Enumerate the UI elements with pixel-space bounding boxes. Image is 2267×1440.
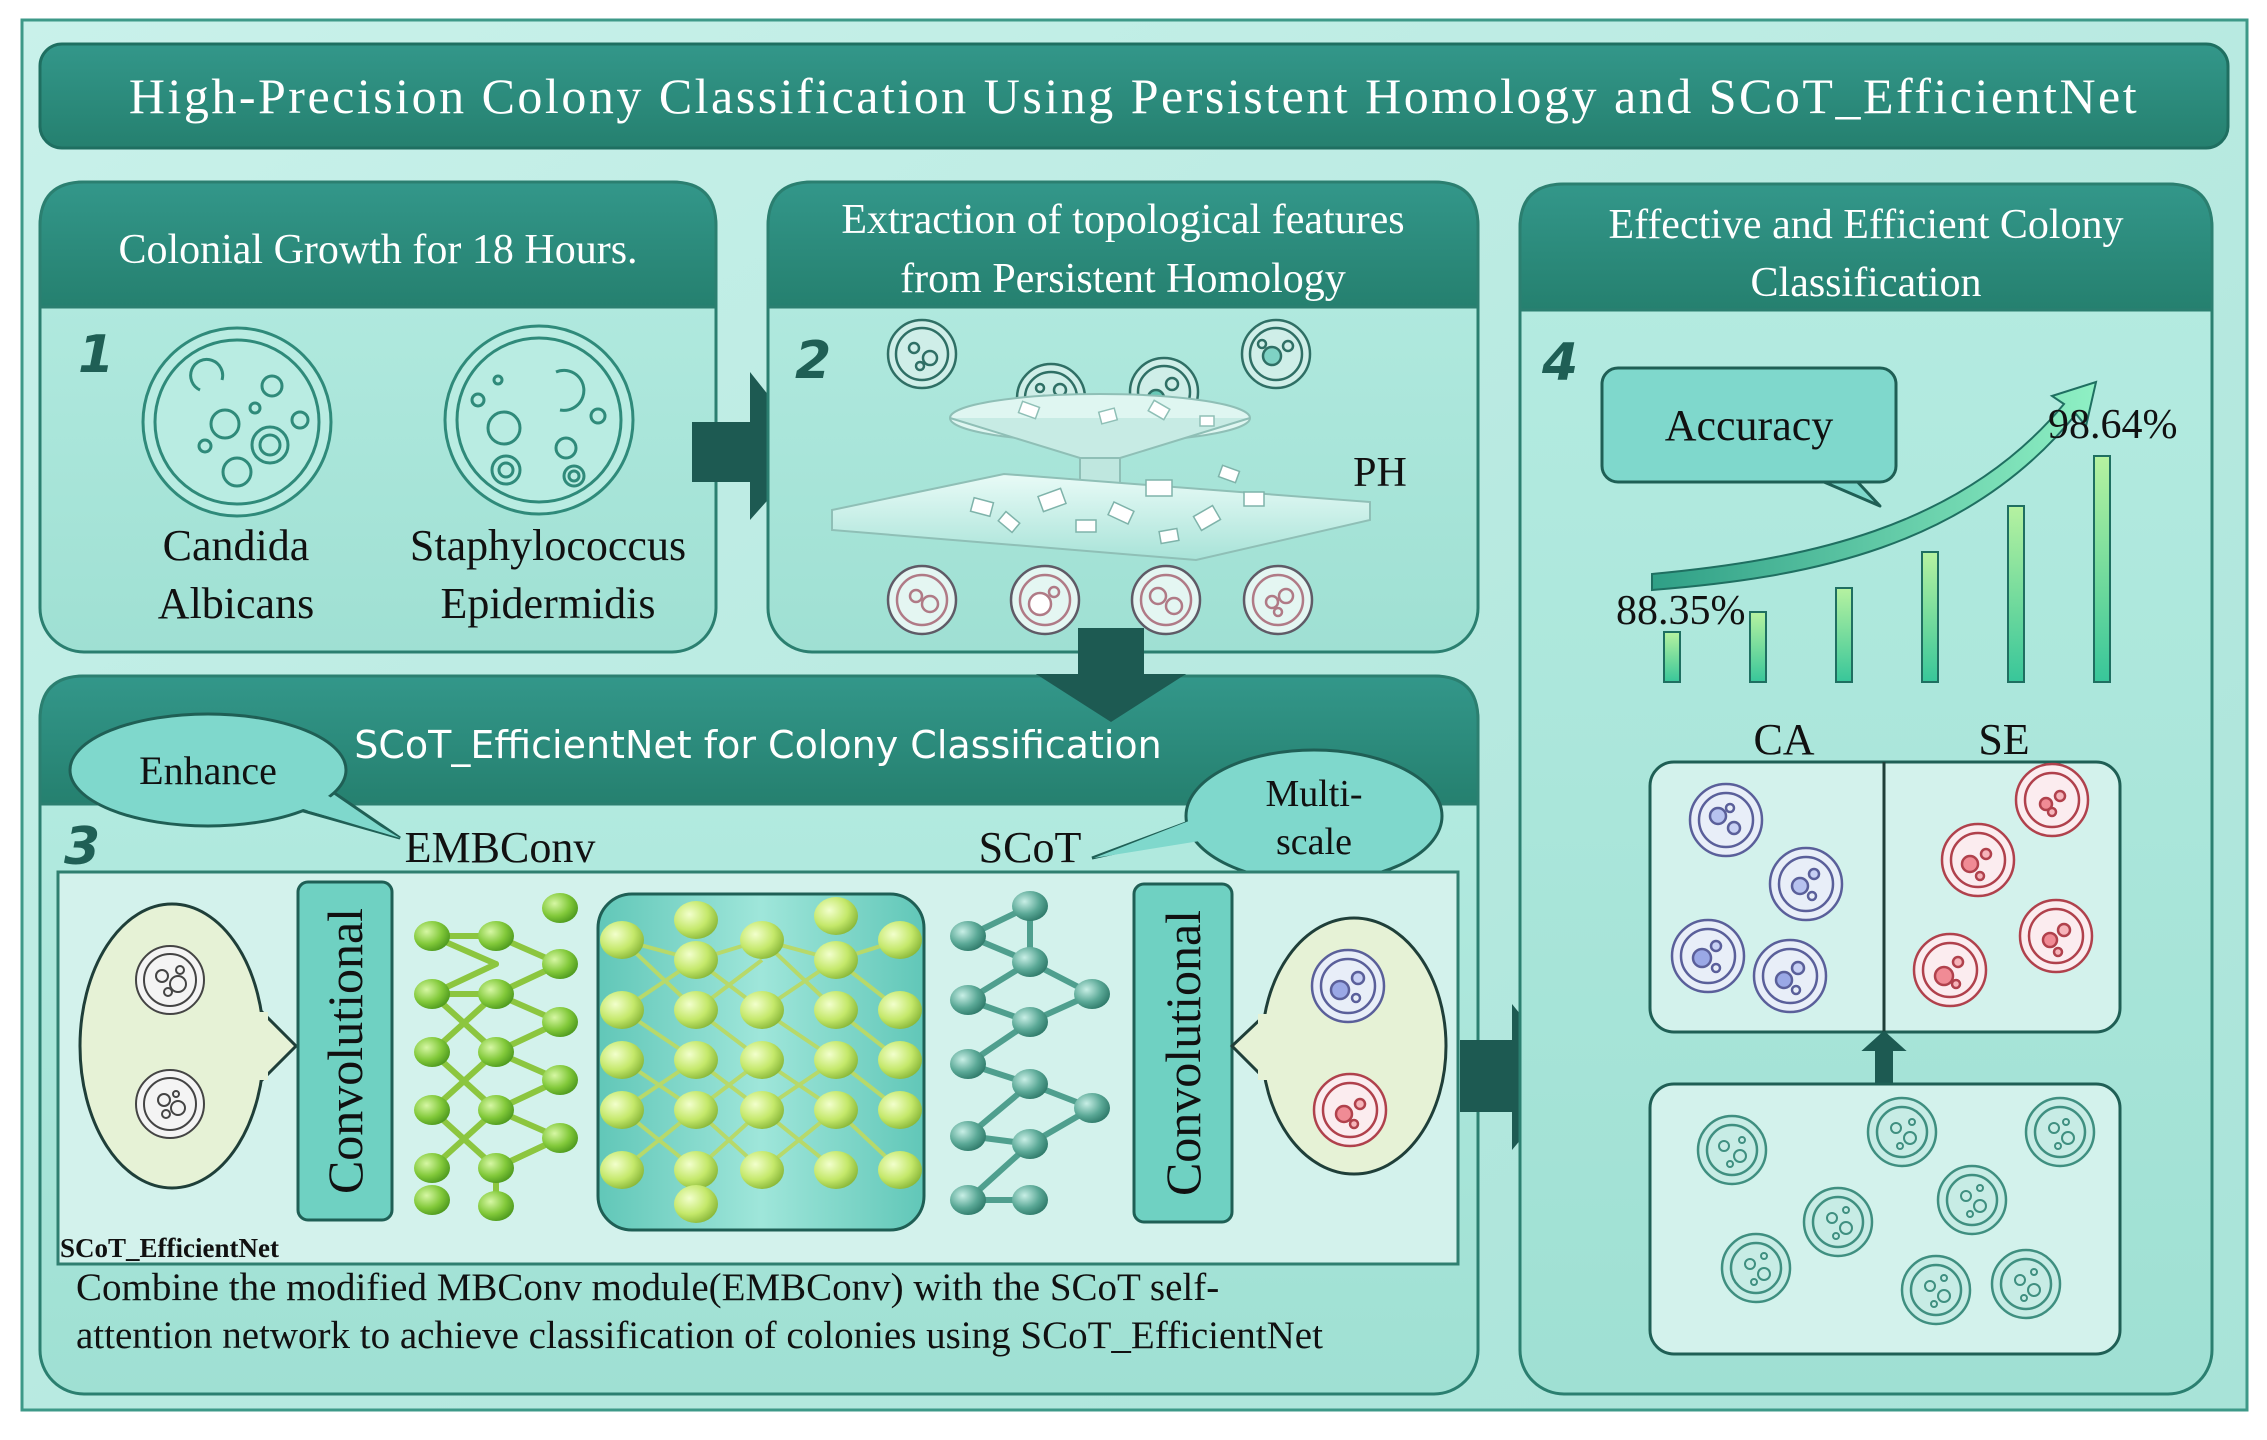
panel-classification-results: Effective and Efficient Colony Classific… <box>1518 182 2214 1396</box>
panel-colonial-growth: Colonial Growth for 18 Hours. 1 <box>38 180 718 654</box>
classified-colonies-box <box>1648 760 2122 1034</box>
accuracy-bars <box>1663 455 2111 683</box>
accuracy-bubble-text: Accuracy <box>1665 401 1834 450</box>
panel-scot-efficientnet: SCoT_EfficientNet for Colony Classificat… <box>38 674 1480 1396</box>
enhance-bubble-text: Enhance <box>139 748 277 793</box>
panel4-header-line2: Classification <box>1751 260 1982 306</box>
species-staph-line1: Staphylococcus <box>410 521 686 570</box>
panel1-number: 1 <box>78 325 114 385</box>
se-colonies <box>1912 762 2094 1008</box>
species-candida-line2: Albicans <box>158 579 314 628</box>
species-candida-line1: Candida <box>163 521 310 570</box>
ca-colonies <box>1670 782 1844 1014</box>
panel3-header: SCoT_EfficientNet for Colony Classificat… <box>354 723 1161 767</box>
filtration-funnel <box>949 393 1251 493</box>
input-bubble <box>78 902 299 1190</box>
multiscale-line1: Multi- <box>1265 773 1362 815</box>
arrow-step2-to-step3 <box>1036 628 1186 722</box>
self-attention-block <box>596 892 926 1232</box>
panel2-header-line1: Extraction of topological features <box>841 197 1404 243</box>
panel3-number: 3 <box>64 817 100 877</box>
ph-label: PH <box>1353 450 1407 496</box>
panel2-header-line2: from Persistent Homology <box>900 256 1346 302</box>
conv-right-label: Convolutional <box>1155 910 1211 1196</box>
panel1-header: Colonial Growth for 18 Hours. <box>118 227 637 273</box>
panel2-number: 2 <box>795 331 831 391</box>
petri-dish-staphylococcus <box>443 324 635 516</box>
accuracy-bar-4 <box>1921 551 1939 683</box>
panel-persistent-homology: Extraction of topological features from … <box>766 180 1480 654</box>
accuracy-bar-2 <box>1749 611 1767 683</box>
output-colony-dishes <box>886 564 1314 636</box>
petri-dish-candida <box>141 326 333 518</box>
arrow-step3-to-step4 <box>1460 1004 1572 1150</box>
conv-left-label: Convolutional <box>317 908 373 1194</box>
output-bubble <box>1229 916 1448 1176</box>
accuracy-end-value: 98.64% <box>2048 402 2178 448</box>
enhance-bubble: Enhance <box>68 712 401 840</box>
scot-label: SCoT <box>979 823 1082 872</box>
title-banner: High-Precision Colony Classification Usi… <box>38 42 2230 150</box>
accuracy-bar-1 <box>1663 631 1681 683</box>
embconv-label: EMBConv <box>405 823 596 872</box>
arrow-unclassified-to-classified <box>1861 1030 1907 1083</box>
conv-block-left: Convolutional <box>296 880 394 1222</box>
panel3-caption-line1: Combine the modified MBConv module(EMBCo… <box>76 1266 1219 1309</box>
species-staph-line2: Epidermidis <box>440 579 655 628</box>
accuracy-bubble: Accuracy <box>1600 366 1898 508</box>
accuracy-bar-3 <box>1835 587 1853 683</box>
filtration-plane <box>831 464 1371 562</box>
accuracy-bar-5 <box>2007 505 2025 683</box>
class-label-ca: CA <box>1753 715 1814 764</box>
network-name: SCoT_EfficientNet <box>60 1233 279 1263</box>
panel3-caption-line2: attention network to achieve classificat… <box>76 1314 1323 1357</box>
page-title: High-Precision Colony Classification Usi… <box>129 68 2139 124</box>
class-label-se: SE <box>1978 715 2029 764</box>
multiscale-bubble: Multi- scale <box>1091 748 1444 884</box>
unclassified-colonies-box <box>1648 1082 2122 1356</box>
embconv-network <box>414 893 578 1221</box>
scot-network <box>950 891 1110 1215</box>
multiscale-line2: scale <box>1276 821 1352 863</box>
conv-block-right: Convolutional <box>1132 882 1234 1224</box>
accuracy-trend-arrow <box>1651 380 2098 592</box>
panel4-number: 4 <box>1541 333 1578 393</box>
panel4-header-line1: Effective and Efficient Colony <box>1608 202 2123 248</box>
accuracy-bar-6 <box>2093 455 2111 683</box>
accuracy-start-value: 88.35% <box>1616 588 1746 634</box>
